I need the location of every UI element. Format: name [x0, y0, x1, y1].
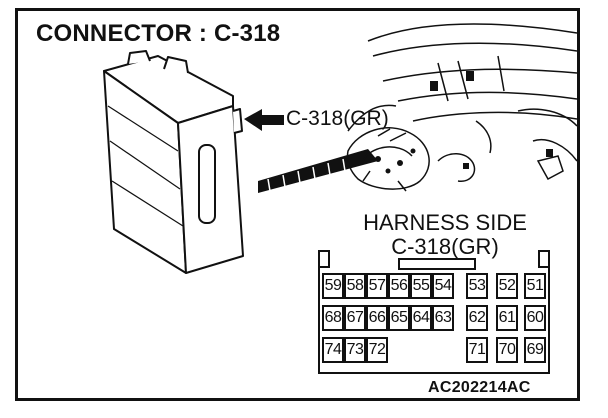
pin-56: 56: [388, 273, 410, 299]
pin-71: 71: [466, 337, 488, 363]
line-art: [103, 23, 577, 374]
dashboard-sketch: [346, 23, 577, 192]
diagram-title: CONNECTOR : C-318: [36, 20, 281, 47]
pin-69: 69: [524, 337, 546, 363]
callout-arrow: [244, 109, 284, 131]
callout-label: C-318(GR): [286, 107, 389, 130]
pin-57: 57: [366, 273, 388, 299]
connector-housing: [318, 250, 550, 374]
pin-65: 65: [388, 305, 410, 331]
harness-side-label: HARNESS SIDE: [363, 210, 527, 235]
pin-55: 55: [410, 273, 432, 299]
pointer-arrow: [258, 149, 378, 193]
pin-61: 61: [496, 305, 518, 331]
harness-connector-label: C-318(GR): [391, 234, 499, 259]
harness-side-heading: HARNESS SIDE C-318(GR): [350, 211, 540, 259]
pin-64: 64: [410, 305, 432, 331]
pin-62: 62: [466, 305, 488, 331]
pin-58: 58: [344, 273, 366, 299]
pin-72: 72: [366, 337, 388, 363]
pin-67: 67: [344, 305, 366, 331]
control-module: [103, 50, 244, 274]
pin-74: 74: [322, 337, 344, 363]
pin-70: 70: [496, 337, 518, 363]
figure-code: AC202214AC: [428, 379, 531, 396]
pin-52: 52: [496, 273, 518, 299]
pin-60: 60: [524, 305, 546, 331]
pin-66: 66: [366, 305, 388, 331]
pin-73: 73: [344, 337, 366, 363]
pin-59: 59: [322, 273, 344, 299]
pin-63: 63: [432, 305, 454, 331]
pin-54: 54: [432, 273, 454, 299]
pin-68: 68: [322, 305, 344, 331]
pin-51: 51: [524, 273, 546, 299]
diagram-frame: CONNECTOR : C-318: [15, 8, 580, 401]
pin-53: 53: [466, 273, 488, 299]
